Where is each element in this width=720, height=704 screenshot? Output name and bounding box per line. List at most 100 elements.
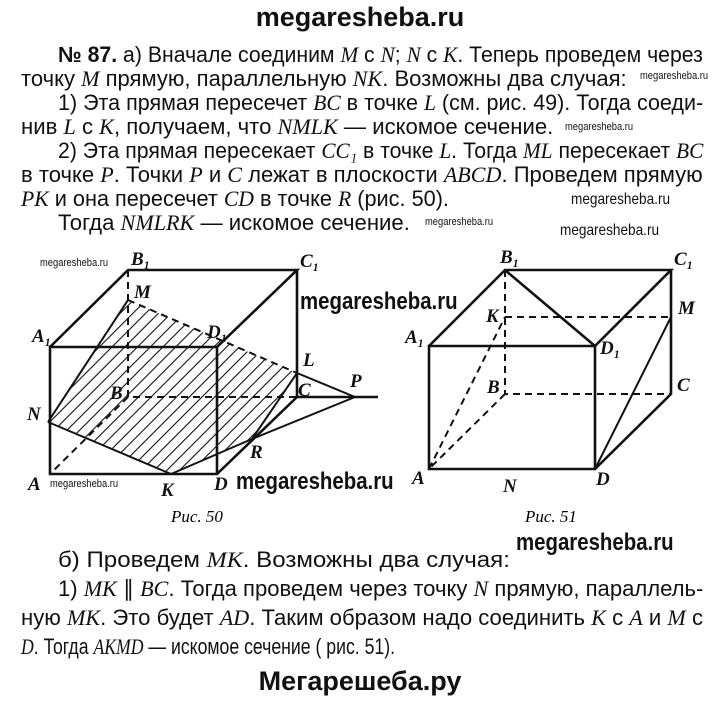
text-segment: ную xyxy=(21,605,67,630)
label-c1: C₁ xyxy=(300,251,319,272)
text-segment: № 87. xyxy=(58,42,118,67)
text-line: Тогда NMLRK — искомое сечение. xyxy=(58,211,410,235)
math-symbol: M xyxy=(667,605,686,630)
text-segment: — искомое сечение. xyxy=(337,114,554,139)
text-segment: (см. рис. 49). Тогда соеди- xyxy=(435,90,704,115)
label-r: R xyxy=(249,442,263,463)
text-segment: и xyxy=(202,162,228,187)
watermark: megaresheba.ru xyxy=(50,478,119,490)
text-segment: в точке xyxy=(357,138,440,163)
footer-title: Мегарешеба.ру xyxy=(258,666,462,696)
math-symbol: NK xyxy=(352,66,383,91)
text-segment: 1) Эта прямая пересечет xyxy=(58,90,314,115)
math-symbol: M xyxy=(340,42,359,67)
text-segment: . Таким образом надо соединить xyxy=(249,605,592,630)
watermark: megaresheba.ru xyxy=(425,216,494,228)
label-l: L xyxy=(302,350,315,371)
text-segment: — искомое сечение. xyxy=(194,210,410,235)
text-line: 1) MK ∥ BC. Тогда проведем через точку N… xyxy=(58,577,703,601)
math-symbol: L xyxy=(439,138,452,163)
math-symbol: L xyxy=(423,90,436,115)
label-m: M xyxy=(133,282,152,303)
text-segment: , получаем, что xyxy=(113,114,278,139)
cube-edges-hidden xyxy=(428,270,671,470)
label-k: K xyxy=(160,480,175,501)
math-symbol: R xyxy=(337,186,352,211)
label-n: N xyxy=(502,476,518,497)
text-segment: — искомое сечение ( рис. 51). xyxy=(143,634,396,659)
math-symbol: N xyxy=(380,42,395,67)
math-symbol: MK xyxy=(206,547,243,572)
watermark: megaresheba.ru xyxy=(300,288,458,315)
label-d: D xyxy=(595,469,610,490)
math-symbol: N xyxy=(473,576,489,601)
text-segment: 1) xyxy=(58,576,84,601)
math-symbol: C xyxy=(227,162,243,187)
watermark: megaresheba.ru xyxy=(40,257,109,269)
math-symbol: ML xyxy=(523,138,553,163)
math-symbol: M xyxy=(81,66,100,91)
text-segment: . Возможны два случая: xyxy=(242,547,510,572)
section-edge-md xyxy=(594,316,672,470)
text-line: б) Проведем MK. Возможны два случая: xyxy=(58,548,510,572)
text-segment: и xyxy=(642,605,668,630)
text-segment: в точке xyxy=(21,162,101,187)
construction-lines xyxy=(251,372,356,440)
label-d: D xyxy=(213,474,228,495)
math-symbol: L xyxy=(63,114,76,139)
label-a1: A₁ xyxy=(404,327,424,348)
label-p: P xyxy=(349,371,362,392)
text-segment: ; xyxy=(394,42,407,67)
math-symbol: CD xyxy=(223,186,254,211)
math-symbol: K xyxy=(99,114,114,139)
text-segment: прямую, параллельную xyxy=(99,66,353,91)
math-symbol: AKMD xyxy=(93,634,144,659)
text-line: точку M прямую, параллельную NK. Возможн… xyxy=(21,67,627,91)
watermark: megaresheba.ru xyxy=(236,468,394,495)
text-line: 1) Эта прямая пересечет BC в точке L (см… xyxy=(58,91,703,115)
text-line: D. Тогда AKMD — искомое сечение ( рис. 5… xyxy=(21,635,395,659)
math-symbol: MK xyxy=(66,605,101,630)
caption-fig-51: Рис. 51 xyxy=(524,507,577,526)
text-segment: в точке xyxy=(340,90,424,115)
text-segment: . Проведем прямую xyxy=(501,162,703,187)
label-k: K xyxy=(485,306,500,327)
text-segment: с xyxy=(75,114,100,139)
text-segment: в точке xyxy=(253,186,338,211)
text-segment: . Тогда xyxy=(451,138,524,163)
text-segment: (рис. 50). xyxy=(351,186,449,211)
label-b1: B₁ xyxy=(130,249,150,270)
text-line: PK и она пересечет CD в точке R (рис. 50… xyxy=(21,187,449,211)
math-symbol: A xyxy=(629,605,643,630)
label-a1: A₁ xyxy=(31,326,51,347)
text-segment: . Это будет xyxy=(100,605,220,630)
math-symbol: CC₁ xyxy=(321,138,358,163)
caption-fig-50: Рис. 50 xyxy=(170,507,223,526)
math-symbol: PK xyxy=(21,186,49,211)
label-c: C xyxy=(298,380,311,401)
math-symbol: NMLRK xyxy=(120,210,195,235)
text-segment: 2) Эта прямая пересекает xyxy=(58,138,322,163)
math-symbol: AD xyxy=(219,605,250,630)
cube-edges-hidden xyxy=(49,270,297,475)
label-c1: C₁ xyxy=(674,249,693,270)
text-line: ную MK. Это будет AD. Таким образом надо… xyxy=(21,606,703,630)
text-segment: Тогда xyxy=(58,210,121,235)
text-segment: . Тогда проведем через точку xyxy=(168,576,474,601)
text-line: № 87. а) Вначале соединим M с N; N с K. … xyxy=(58,43,703,67)
math-symbol: NMLK xyxy=(277,114,338,139)
text-segment: пересекает xyxy=(552,138,677,163)
text-segment: с xyxy=(420,42,444,67)
math-symbol: K xyxy=(443,42,458,67)
figure-50-cube xyxy=(47,268,378,476)
watermark: megaresheba.ru xyxy=(565,121,634,133)
header-watermark: megaresheba.ru xyxy=(255,2,465,32)
math-symbol: BC xyxy=(313,90,341,115)
text-segment: прямую, параллель- xyxy=(488,576,704,601)
section-hidden xyxy=(127,299,298,374)
label-n: N xyxy=(26,404,42,425)
text-line: в точке P. Точки P и C лежат в плоскости… xyxy=(21,163,703,187)
math-symbol: P xyxy=(189,162,203,187)
label-a: A xyxy=(411,468,425,489)
text-segment: . Точки xyxy=(113,162,190,187)
